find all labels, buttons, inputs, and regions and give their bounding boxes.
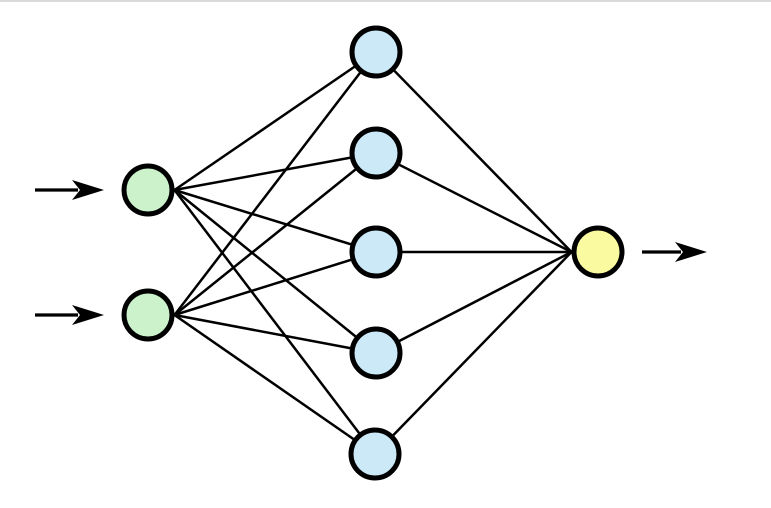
edge-hidden-2-output-1 xyxy=(375,151,573,254)
edge-input-1-hidden-3 xyxy=(174,188,377,254)
node-hidden-3 xyxy=(349,225,403,279)
node-hidden-4 xyxy=(349,326,403,380)
edge-input-2-hidden-2 xyxy=(173,152,377,316)
edge-hidden-5-output-1 xyxy=(374,251,573,455)
input-arrow-1-head-icon xyxy=(72,180,104,200)
input-arrow-2 xyxy=(35,305,104,325)
arrows-group xyxy=(35,180,707,325)
nodes-group xyxy=(121,25,625,481)
edge-input-1-hidden-2 xyxy=(174,151,377,192)
edges-group xyxy=(173,50,573,456)
node-output-1 xyxy=(571,225,625,279)
edge-input-1-hidden-4 xyxy=(173,189,377,354)
input-arrow-1 xyxy=(35,180,104,200)
input-arrow-2-head-icon xyxy=(72,305,104,325)
output-arrow-head-icon xyxy=(675,242,707,262)
edge-input-2-hidden-1 xyxy=(173,51,377,316)
edge-hidden-4-output-1 xyxy=(375,250,573,355)
node-hidden-1 xyxy=(349,25,403,79)
edge-input-2-hidden-4 xyxy=(174,313,377,355)
node-input-1 xyxy=(121,163,175,217)
node-hidden-2 xyxy=(349,126,403,180)
node-input-2 xyxy=(121,288,175,342)
node-hidden-5 xyxy=(348,427,402,481)
edge-hidden-1-output-1 xyxy=(375,51,573,253)
output-arrow xyxy=(642,242,707,262)
edge-input-1-hidden-5 xyxy=(173,189,376,455)
edge-input-2-hidden-3 xyxy=(174,250,377,317)
edge-input-1-hidden-1 xyxy=(173,50,377,192)
edge-input-2-hidden-5 xyxy=(173,313,376,456)
